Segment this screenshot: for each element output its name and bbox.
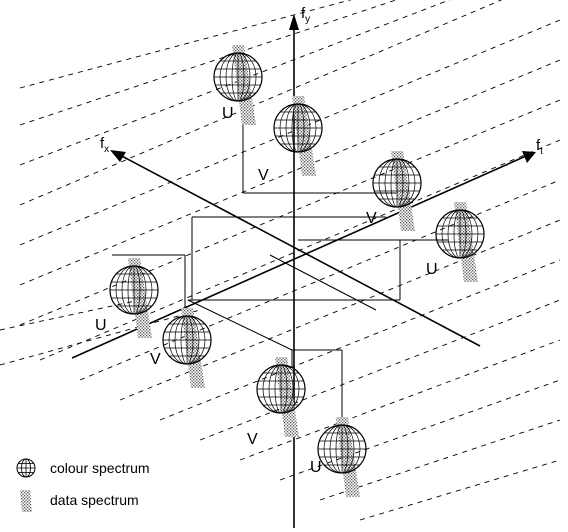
spectrum-sphere bbox=[435, 202, 485, 282]
spectrum-sphere bbox=[213, 45, 263, 125]
sphere-label: U bbox=[95, 317, 107, 334]
sphere-labels: U V V U U V V U bbox=[95, 105, 438, 476]
spectrum-sphere bbox=[256, 357, 306, 437]
dotted-band-icon bbox=[20, 490, 32, 512]
legend-data-label: data spectrum bbox=[50, 492, 139, 508]
fy-arrowhead-icon bbox=[289, 14, 299, 30]
spectrum-sphere bbox=[109, 258, 159, 338]
dashed-line bbox=[79, 179, 561, 381]
sphere-label: V bbox=[258, 167, 269, 184]
ft-arrowhead-icon bbox=[522, 151, 536, 163]
dashed-line bbox=[0, 299, 141, 331]
dashed-line bbox=[279, 379, 561, 481]
wireframe-sphere-icon bbox=[16, 458, 36, 478]
spectrum-spheres bbox=[109, 45, 485, 497]
dashed-line bbox=[19, 0, 503, 206]
fx-axis-label: fx bbox=[100, 135, 109, 155]
legend: colour spectrum data spectrum bbox=[16, 458, 150, 512]
dashed-line bbox=[159, 259, 561, 421]
sphere-label: V bbox=[247, 431, 258, 448]
fx-axis-line bbox=[117, 153, 481, 347]
spectrum-sphere bbox=[273, 96, 323, 176]
sphere-label: V bbox=[366, 210, 377, 227]
dashed-line bbox=[359, 459, 561, 521]
dashed-line bbox=[319, 419, 561, 501]
sphere-label: U bbox=[310, 459, 322, 476]
dashed-line bbox=[19, 0, 398, 126]
sphere-label: U bbox=[222, 105, 234, 122]
spectrum-sphere bbox=[162, 308, 212, 388]
dashed-line bbox=[0, 309, 201, 366]
legend-colour-label: colour spectrum bbox=[50, 460, 150, 476]
dashed-line bbox=[19, 19, 561, 246]
ft-axis-label: ft bbox=[536, 137, 543, 157]
spectrum-sphere bbox=[317, 417, 367, 497]
fy-axis-label: fy bbox=[301, 5, 310, 25]
dashed-line bbox=[19, 0, 352, 89]
dashed-line bbox=[19, 59, 561, 286]
spectrum-sphere bbox=[372, 151, 422, 231]
dashed-line bbox=[19, 99, 561, 326]
dashed-line bbox=[239, 339, 561, 461]
dashed-line bbox=[199, 299, 561, 441]
fx-arrowhead-icon bbox=[110, 150, 126, 162]
sphere-label: V bbox=[150, 351, 161, 368]
sphere-label: U bbox=[426, 261, 438, 278]
